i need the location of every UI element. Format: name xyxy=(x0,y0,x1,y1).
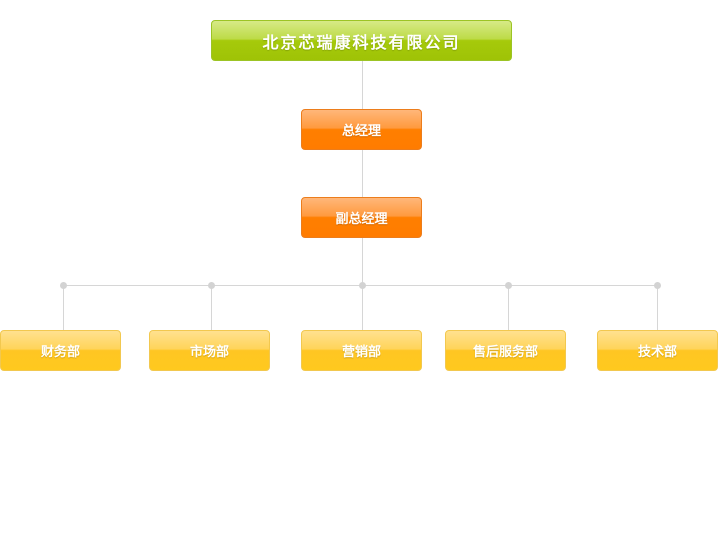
connector-branch-to-tech xyxy=(657,285,658,330)
connector-company-to-gm xyxy=(362,61,363,109)
company-node[interactable]: 北京芯瑞康科技有限公司 xyxy=(211,20,512,61)
junction-dot-sales xyxy=(359,282,366,289)
department-node-market[interactable]: 市场部 xyxy=(149,330,270,371)
junction-dot-market xyxy=(208,282,215,289)
department-node-after-sales[interactable]: 售后服务部 xyxy=(445,330,566,371)
connector-dgm-to-branch xyxy=(362,238,363,285)
junction-dot-after-sales xyxy=(505,282,512,289)
department-node-tech[interactable]: 技术部 xyxy=(597,330,718,371)
connector-gm-to-dgm xyxy=(362,150,363,197)
deputy-general-manager-node[interactable]: 副总经理 xyxy=(301,197,422,238)
connector-branch-to-after-sales xyxy=(508,285,509,330)
department-node-finance[interactable]: 财务部 xyxy=(0,330,121,371)
general-manager-node[interactable]: 总经理 xyxy=(301,109,422,150)
connector-branch-to-market xyxy=(211,285,212,330)
connector-branch-to-sales xyxy=(362,285,363,330)
junction-dot-finance xyxy=(60,282,67,289)
department-node-sales[interactable]: 营销部 xyxy=(301,330,422,371)
junction-dot-tech xyxy=(654,282,661,289)
connector-branch-to-finance xyxy=(63,285,64,330)
